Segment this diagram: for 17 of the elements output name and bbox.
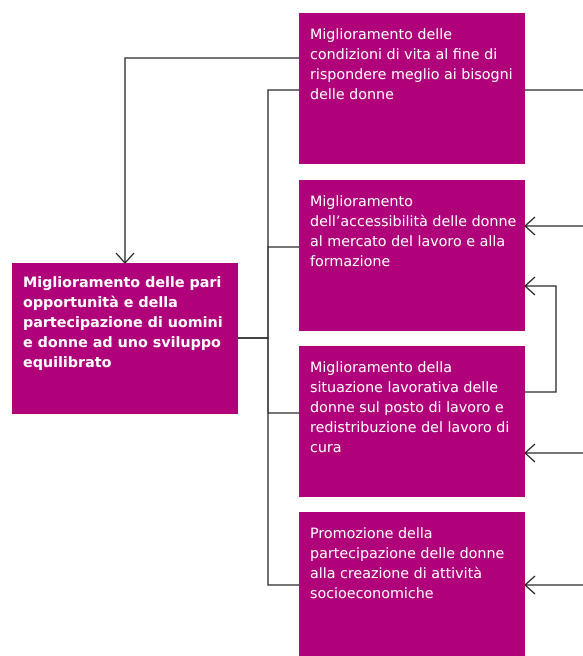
box-text: Miglioramento delle condizioni di vita al fine di rispondere meglio ai bisogni delle donne: [310, 26, 514, 105]
arrow: [524, 276, 557, 393]
process-box: [299, 13, 525, 164]
process-box: [299, 346, 525, 497]
arrow: [524, 443, 583, 463]
arrow: [524, 216, 583, 236]
connector-line: [525, 89, 583, 91]
box-text: Miglioramento della situazione lavorativa delle donne sul posto di lavoro e redistribuzione del lavoro di cura: [310, 359, 510, 458]
box-text: Miglioramento delle pari opportunità e della partecipazione di uomini e donne ad uno sviluppo equilibrato: [23, 274, 224, 373]
arrow: [115, 57, 299, 264]
arrow: [524, 575, 583, 595]
process-box: [299, 512, 525, 656]
box-text: Promozione della partecipazione delle donne alla creazione di attività socioeconomiche: [310, 525, 506, 604]
process-box: [12, 263, 238, 414]
box-text: Miglioramento dell’accessibilità delle donne al mercato del lavoro e alla formazione: [310, 193, 517, 272]
process-box: [299, 180, 525, 331]
connector-line: [238, 337, 299, 586]
